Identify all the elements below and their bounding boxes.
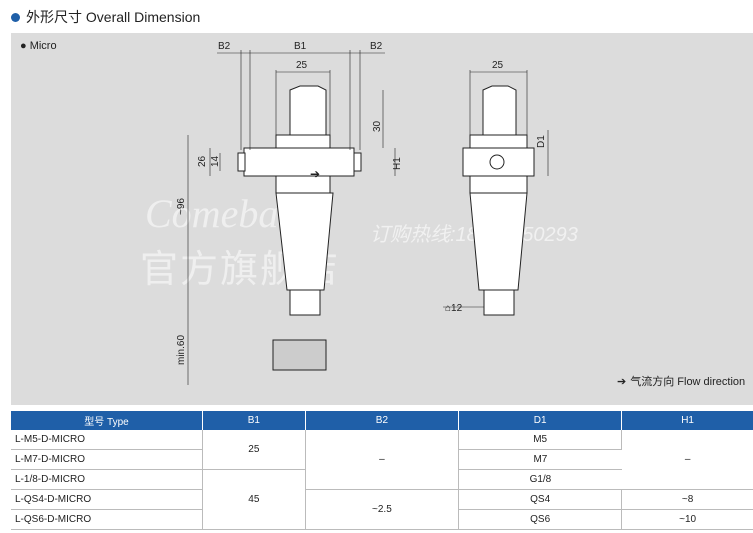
dim-26: 26 bbox=[197, 155, 208, 167]
section-title-text: 外形尺寸 Overall Dimension bbox=[26, 9, 201, 25]
table-row: L-1/8-D-MICRO 45 G1/8 bbox=[11, 469, 753, 530]
dim-h1: H1 bbox=[392, 157, 403, 170]
dim-b1: B1 bbox=[294, 41, 307, 52]
dim-b2-right: B2 bbox=[370, 41, 383, 52]
drawing-panel bbox=[11, 33, 753, 405]
dim-25-front: 25 bbox=[296, 60, 308, 71]
dim-30: 30 bbox=[372, 120, 383, 132]
col-h1: H1 bbox=[621, 411, 753, 430]
flow-direction-legend: ➔ 气流方向 Flow direction bbox=[617, 375, 746, 389]
front-body-cross bbox=[243, 147, 355, 177]
dim-min60: min.60 bbox=[176, 335, 187, 365]
col-d1: D1 bbox=[458, 411, 623, 430]
front-bowl bbox=[275, 192, 334, 291]
dim-b2-left: B2 bbox=[218, 41, 231, 52]
col-type: 型号 Type bbox=[11, 411, 203, 430]
port-circle bbox=[489, 154, 505, 170]
side-cap bbox=[482, 85, 517, 136]
table-row: L-QS4-D-MICRO ~2.5 QS4 ~8 bbox=[11, 489, 753, 530]
dim-d1: D1 bbox=[536, 135, 547, 148]
col-b1: B1 bbox=[202, 411, 306, 430]
dim-25-side: 25 bbox=[492, 60, 504, 71]
arrow-right-icon: ➔ bbox=[617, 375, 627, 388]
dimension-table: 型号 Type B1 B2 D1 H1 L-M5-D-MICRO 25 – M5… bbox=[11, 411, 753, 530]
series-label: ● Micro bbox=[20, 40, 57, 52]
table-row: L-M7-D-MICRO M7 bbox=[11, 449, 753, 470]
technical-drawing: B2 B1 B2 25 25 26 14 ~96 min.60 30 H1 D1… bbox=[176, 41, 549, 385]
side-bowl bbox=[469, 192, 528, 291]
dim-14: 14 bbox=[210, 155, 221, 167]
flow-arrow-icon: ➔ bbox=[310, 167, 320, 181]
table-row: L-M5-D-MICRO 25 – M5 – bbox=[11, 430, 753, 490]
front-cap bbox=[289, 85, 327, 136]
bullet-icon bbox=[11, 12, 20, 22]
col-b2: B2 bbox=[305, 411, 460, 430]
table-row: L-QS6-D-MICRO QS6 ~10 bbox=[11, 509, 753, 530]
dim-96: ~96 bbox=[176, 198, 187, 215]
section-title: 外形尺寸 Overall Dimension bbox=[11, 7, 200, 27]
dim-12: ⌂12 bbox=[445, 303, 463, 314]
